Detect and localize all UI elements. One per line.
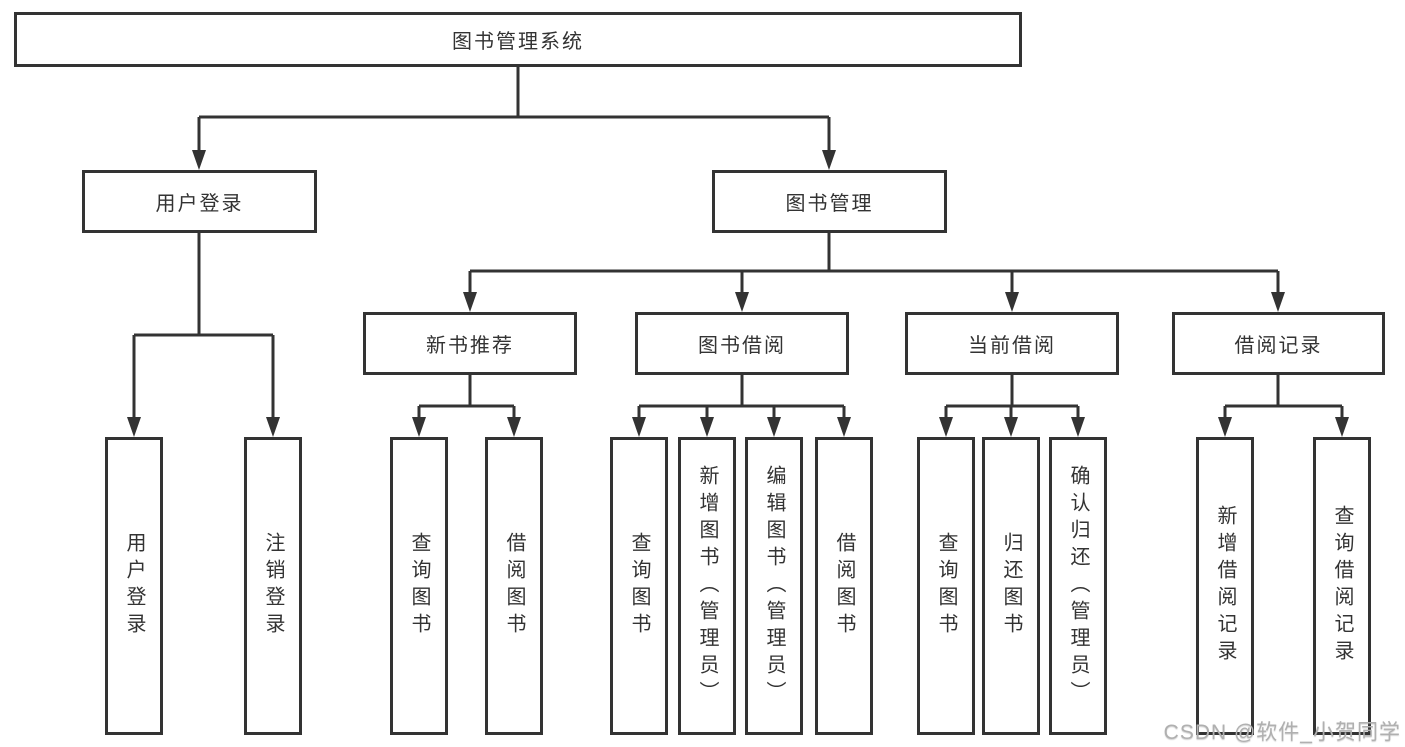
node-current-borrow: 当前借阅 [905, 312, 1119, 375]
leaf-borrow-books: 借阅图书 [815, 437, 873, 735]
leaf-current-query-books-label: 查询图书 [935, 532, 957, 640]
node-user-login-branch: 用户登录 [82, 170, 317, 233]
leaf-user-login: 用户登录 [105, 437, 163, 735]
leaf-newbook-query-books: 查询图书 [390, 437, 448, 735]
node-root-label: 图书管理系统 [452, 31, 584, 53]
leaf-user-login-label: 用户登录 [123, 532, 145, 640]
leaf-current-query-books: 查询图书 [917, 437, 975, 735]
node-book-borrow-label: 图书借阅 [698, 335, 786, 357]
leaf-add-book-admin: 新增图书（管理员） [678, 437, 736, 735]
leaf-borrow-query-books-label: 查询图书 [628, 532, 650, 640]
csdn-watermark: CSDN @软件_小贺同学 [1163, 721, 1401, 744]
arrowheads [127, 150, 1349, 437]
node-book-borrow: 图书借阅 [635, 312, 849, 375]
node-book-management-branch-label: 图书管理 [785, 193, 874, 215]
leaf-newbook-query-books-label: 查询图书 [408, 532, 430, 640]
leaf-return-books-label: 归还图书 [1000, 532, 1022, 640]
leaf-borrow-query-books: 查询图书 [610, 437, 668, 735]
leaf-add-borrow-record-label: 新增借阅记录 [1214, 505, 1236, 667]
leaf-edit-book-admin-label: 编辑图书（管理员） [763, 464, 785, 708]
leaf-return-books: 归还图书 [982, 437, 1040, 735]
leaf-newbook-borrow-books-label: 借阅图书 [503, 532, 525, 640]
leaf-query-borrow-record: 查询借阅记录 [1313, 437, 1371, 735]
leaf-confirm-return-admin: 确认归还（管理员） [1049, 437, 1107, 735]
leaf-logout: 注销登录 [244, 437, 302, 735]
leaf-add-book-admin-label: 新增图书（管理员） [696, 464, 718, 708]
node-new-book-recommend-label: 新书推荐 [426, 335, 514, 357]
leaf-edit-book-admin: 编辑图书（管理员） [745, 437, 803, 735]
node-book-management-branch: 图书管理 [712, 170, 947, 233]
node-borrow-records: 借阅记录 [1172, 312, 1385, 375]
leaf-borrow-books-label: 借阅图书 [833, 532, 855, 640]
node-root-system: 图书管理系统 [14, 12, 1022, 67]
leaf-query-borrow-record-label: 查询借阅记录 [1331, 505, 1353, 667]
leaf-confirm-return-admin-label: 确认归还（管理员） [1067, 464, 1089, 708]
leaf-add-borrow-record: 新增借阅记录 [1196, 437, 1254, 735]
node-current-borrow-label: 当前借阅 [968, 335, 1056, 357]
node-user-login-branch-label: 用户登录 [155, 193, 244, 215]
leaf-logout-label: 注销登录 [262, 532, 284, 640]
leaf-newbook-borrow-books: 借阅图书 [485, 437, 543, 735]
node-borrow-records-label: 借阅记录 [1234, 335, 1323, 357]
node-new-book-recommend: 新书推荐 [363, 312, 577, 375]
